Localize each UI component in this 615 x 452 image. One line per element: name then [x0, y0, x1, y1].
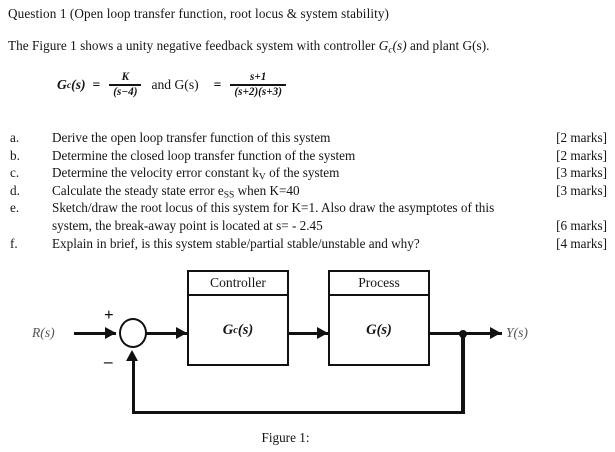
equals-sign-1: =	[92, 77, 101, 93]
task-text: Determine the velocity error constant kV…	[52, 165, 615, 183]
task-marks: [3 marks]	[556, 182, 607, 198]
task-letter: b.	[10, 147, 20, 163]
task-marks: [4 marks]	[556, 235, 607, 251]
task-text: Sketch/draw the root locus of this syste…	[52, 200, 615, 216]
task-text: Explain in brief, is this system stable/…	[52, 236, 615, 252]
task-letter: e.	[10, 200, 20, 216]
gc-fraction-bar	[109, 84, 142, 86]
gc-fraction: K (s−4)	[109, 71, 142, 98]
gc-denominator: (s−4)	[113, 85, 138, 98]
task-continuation-row: system, the break-away point is located …	[0, 218, 615, 236]
task-body-tail: when K=40	[234, 182, 300, 198]
task-row: c. Determine the velocity error constant…	[0, 165, 615, 183]
process-g-argument: (s)	[376, 321, 392, 338]
error-signal-wire	[146, 332, 188, 336]
task-body-subscript: SS	[223, 190, 235, 201]
task-marks: [3 marks]	[556, 165, 607, 181]
task-marks: [2 marks]	[556, 147, 607, 163]
task-row: b. Determine the closed loop transfer fu…	[0, 148, 615, 166]
output-arrowhead-icon	[490, 327, 501, 339]
g-denominator: (s+2)(s+3)	[234, 85, 282, 98]
intro-gc-subscript: c	[388, 45, 393, 56]
task-row: f. Explain in brief, is this system stab…	[0, 236, 615, 254]
task-row: d. Calculate the steady state error eSS …	[0, 183, 615, 201]
task-row: e. Sketch/draw the root locus of this sy…	[0, 200, 615, 218]
task-letter: d.	[10, 182, 20, 198]
task-text: Calculate the steady state error eSS whe…	[52, 183, 615, 201]
g-fraction: s+1 (s+2)(s+3)	[230, 71, 286, 98]
task-marks: [2 marks]	[556, 130, 607, 145]
task-body: Sketch/draw the root locus of this syste…	[52, 200, 495, 216]
process-g-symbol: G	[366, 321, 377, 338]
g-fraction-bar	[230, 84, 286, 86]
task-row: a. Derive the open loop transfer functio…	[0, 130, 615, 148]
task-marks: [6 marks]	[556, 217, 607, 233]
feedback-wire-left	[132, 360, 136, 412]
task-text: Determine the closed loop transfer funct…	[52, 148, 615, 164]
task-text: Derive the open loop transfer function o…	[52, 130, 615, 146]
intro-paragraph: The Figure 1 shows a unity negative feed…	[8, 38, 490, 56]
g-numerator: s+1	[250, 71, 267, 83]
process-block: Process G(s)	[328, 270, 430, 366]
input-signal-label: R(s)	[32, 325, 55, 340]
gc-label-argument: (s)	[71, 77, 86, 93]
minus-sign-label: –	[104, 352, 113, 371]
controller-block-header: Controller	[189, 272, 287, 296]
feedback-wire-right	[461, 332, 465, 414]
task-body: Determine the velocity error constant k	[52, 165, 259, 181]
task-body-subscript: V	[258, 172, 266, 183]
figure-caption-text: Figure 1:	[261, 430, 310, 445]
process-block-body: G(s)	[330, 296, 428, 364]
process-block-header: Process	[330, 272, 428, 296]
gc-numerator: K	[121, 71, 130, 83]
equals-sign-2: =	[213, 77, 222, 93]
page-title: Question 1 (Open loop transfer function,…	[8, 6, 389, 22]
task-body: Derive the open loop transfer function o…	[52, 130, 331, 145]
question-title-text: Question 1 (Open loop transfer function,…	[8, 6, 390, 21]
task-letter: f.	[10, 235, 18, 251]
task-continuation-text: system, the break-away point is located …	[52, 217, 323, 233]
task-letter: a.	[10, 130, 20, 145]
feedback-arrowhead-icon	[126, 350, 139, 361]
task-list: a. Derive the open loop transfer functio…	[0, 130, 615, 253]
input-wire	[74, 332, 116, 336]
controller-input-arrowhead-icon	[176, 327, 187, 339]
intro-gc-symbol: G	[378, 38, 389, 53]
controller-to-process-wire	[289, 332, 329, 336]
output-signal-label: Y(s)	[506, 325, 528, 340]
gc-label: G	[57, 77, 67, 93]
summing-junction	[119, 318, 147, 348]
and-plant-text: and G(s)	[151, 77, 199, 93]
controller-gc-symbol: G	[222, 321, 234, 338]
input-arrowhead-icon	[105, 327, 116, 339]
plus-sign-label: +	[104, 305, 114, 324]
controller-gc-argument: (s)	[237, 321, 254, 338]
intro-text-before: The Figure 1 shows a unity negative feed…	[8, 38, 379, 53]
intro-gc-argument: (s)	[392, 38, 407, 53]
process-input-arrowhead-icon	[317, 327, 328, 339]
controller-gc-subscript: c	[233, 324, 238, 336]
task-body-tail: of the system	[265, 165, 340, 181]
gc-label-subscript: c	[66, 79, 72, 91]
figure-caption: Figure 1:	[0, 430, 615, 446]
task-body: Explain in brief, is this system stable/…	[52, 235, 420, 251]
task-letter: c.	[10, 165, 20, 181]
feedback-wire-bottom	[132, 411, 464, 415]
task-body: Determine the closed loop transfer funct…	[52, 147, 356, 163]
task-body: Calculate the steady state error e	[52, 182, 224, 198]
intro-text-after: and plant G(s).	[406, 38, 490, 53]
